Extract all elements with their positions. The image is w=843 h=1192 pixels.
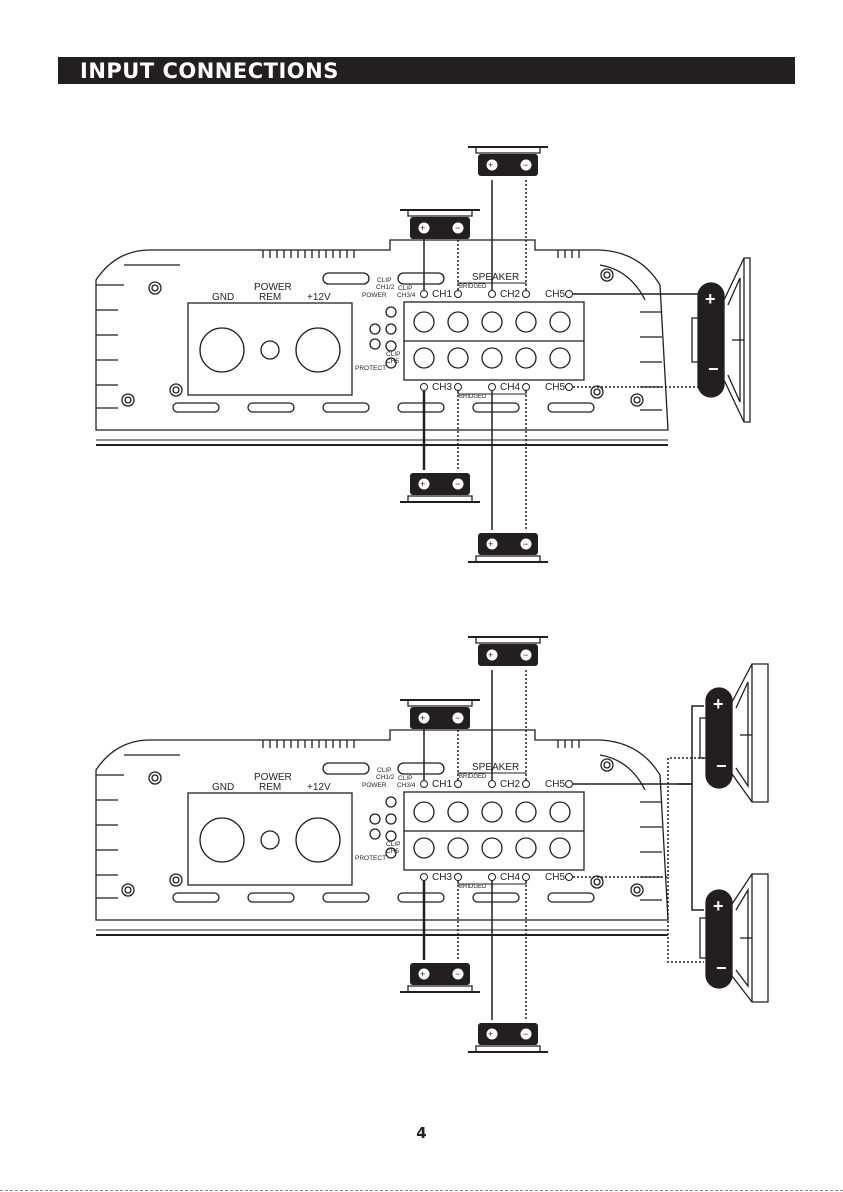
speaker-label: SPEAKER [472, 272, 519, 283]
speaker-ch2: +− [468, 147, 548, 176]
power-led-label: POWER [362, 782, 387, 789]
svg-text:−: − [708, 359, 719, 379]
gnd-label: GND [212, 292, 234, 303]
svg-text:−: − [523, 650, 528, 660]
svg-text:+: + [488, 539, 493, 549]
wiring-diagram-single-subwoofer: GND POWER REM +12V CLIP CH1/2 CLIP CH3/4… [0, 100, 843, 600]
bridged-top-label: BRIDGED [459, 774, 487, 780]
ch4-label: CH4 [500, 382, 520, 393]
protect-led-label: PROTECT [355, 855, 386, 862]
svg-text:+: + [420, 969, 425, 979]
clip-ch34-label: CH3/4 [397, 292, 416, 299]
svg-text:+: + [705, 289, 716, 309]
svg-text:+: + [713, 896, 724, 916]
svg-text:+: + [420, 223, 425, 233]
ch2-label: CH2 [500, 289, 520, 300]
svg-text:−: − [523, 1029, 528, 1039]
clip-label-2: CLIP [398, 775, 412, 782]
svg-text:−: − [523, 539, 528, 549]
plus12v-label: +12V [307, 292, 331, 303]
ch1-label: CH1 [432, 779, 452, 790]
speaker-ch3-2: +− [400, 963, 480, 992]
speaker-ch1: +− [400, 210, 480, 239]
clip-label-2: CLIP [398, 285, 412, 292]
ch1-label: CH1 [432, 289, 452, 300]
svg-text:+: + [488, 650, 493, 660]
bridged-top-label: BRIDGED [459, 284, 487, 290]
speaker-ch1-2: +− [400, 700, 480, 729]
speaker-ch4-2: +− [468, 1023, 548, 1052]
subwoofer-top: + − [700, 664, 768, 802]
svg-text:+: + [713, 694, 724, 714]
clip-label: CLIP [377, 767, 391, 774]
ch3-label: CH3 [432, 872, 452, 883]
power-led-label: POWER [362, 292, 387, 299]
clip-label: CLIP [377, 277, 391, 284]
ch5-bottom-label: CH5 [545, 872, 565, 883]
amplifier-labels: GND POWER REM +12V CLIP CH1/2 CLIP CH3/4… [212, 272, 565, 400]
clip-ch5-label: CH5 [386, 358, 399, 365]
speaker-ch4: +− [468, 533, 548, 562]
ch5-bottom-label: CH5 [545, 382, 565, 393]
speaker-ch2-2: +− [468, 637, 548, 666]
clip-ch34-label: CH3/4 [397, 782, 416, 789]
speaker-label: SPEAKER [472, 762, 519, 773]
clip-ch5-label: CH5 [386, 848, 399, 855]
plus12v-label: +12V [307, 782, 331, 793]
protect-led-label: PROTECT [355, 365, 386, 372]
svg-text:−: − [455, 223, 460, 233]
clip-label-3: CLIP [386, 351, 400, 358]
section-title: INPUT CONNECTIONS [80, 58, 339, 84]
svg-text:−: − [455, 713, 460, 723]
speaker-ch3: +− [400, 473, 480, 502]
svg-text:−: − [523, 160, 528, 170]
subwoofer-bottom: + − [700, 874, 768, 1002]
amplifier-body-2 [96, 730, 668, 935]
svg-text:−: − [716, 958, 727, 978]
svg-text:+: + [488, 1029, 493, 1039]
rem-label: REM [259, 292, 281, 303]
svg-text:+: + [420, 713, 425, 723]
svg-text:+: + [488, 160, 493, 170]
clip-ch12-label: CH1/2 [376, 284, 395, 291]
ch3-label: CH3 [432, 382, 452, 393]
bottom-dashed-rule [0, 1190, 843, 1191]
amplifier-body [96, 240, 668, 445]
clip-label-3: CLIP [386, 841, 400, 848]
amplifier-labels-2: GND POWER REM +12V CLIP CH1/2 CLIP CH3/4… [212, 762, 565, 890]
svg-text:−: − [716, 756, 727, 776]
svg-text:+: + [420, 479, 425, 489]
svg-text:−: − [455, 479, 460, 489]
section-header-bar: INPUT CONNECTIONS [58, 57, 795, 84]
bridged-bottom-label: BRIDGED [459, 884, 487, 890]
gnd-label: GND [212, 782, 234, 793]
wiring-diagram-dual-subwoofer: GND POWER REM +12V CLIP CH1/2 CLIP CH3/4… [0, 590, 843, 1090]
page-number: 4 [0, 1124, 843, 1142]
ch5-top-label: CH5 [545, 289, 565, 300]
bridged-bottom-label: BRIDGED [459, 394, 487, 400]
rem-label: REM [259, 782, 281, 793]
ch5-top-label: CH5 [545, 779, 565, 790]
ch4-label: CH4 [500, 872, 520, 883]
ch2-label: CH2 [500, 779, 520, 790]
svg-text:−: − [455, 969, 460, 979]
clip-ch12-label: CH1/2 [376, 774, 395, 781]
subwoofer: + − [692, 258, 750, 422]
